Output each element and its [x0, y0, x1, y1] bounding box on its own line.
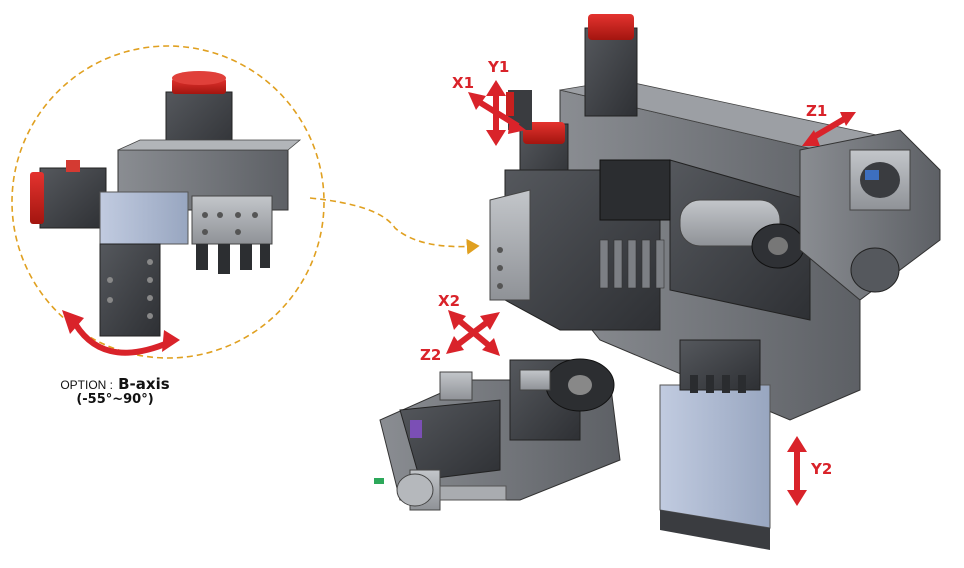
callout-leader-arrow	[309, 197, 480, 255]
axis-label-x1: X1	[452, 74, 475, 92]
x2-z2-arrow-icon	[446, 310, 500, 356]
b-axis-callout	[11, 45, 480, 359]
axis-label-y2: Y2	[811, 460, 833, 478]
option-label: OPTION :	[60, 378, 114, 392]
z1-arrow-icon	[802, 112, 856, 146]
callout-circle	[11, 45, 325, 359]
sub-machine-illustration	[374, 358, 621, 511]
axis-label-y1: Y1	[488, 58, 510, 76]
axis-label-x2: X2	[438, 292, 461, 310]
b-axis-caption: OPTION : B-axis (-55°~90°)	[30, 375, 200, 408]
y2-arrow-icon	[787, 436, 807, 506]
axis-label-z2: Z2	[420, 346, 442, 364]
axis-label-z1: Z1	[806, 102, 828, 120]
b-axis-label: B-axis	[118, 375, 170, 393]
b-axis-range: (-55°~90°)	[76, 392, 154, 408]
b-axis-head-illustration	[30, 71, 302, 337]
curved-rotation-arrow-icon	[62, 310, 180, 356]
x1-y1-arrow-icon	[468, 80, 526, 146]
